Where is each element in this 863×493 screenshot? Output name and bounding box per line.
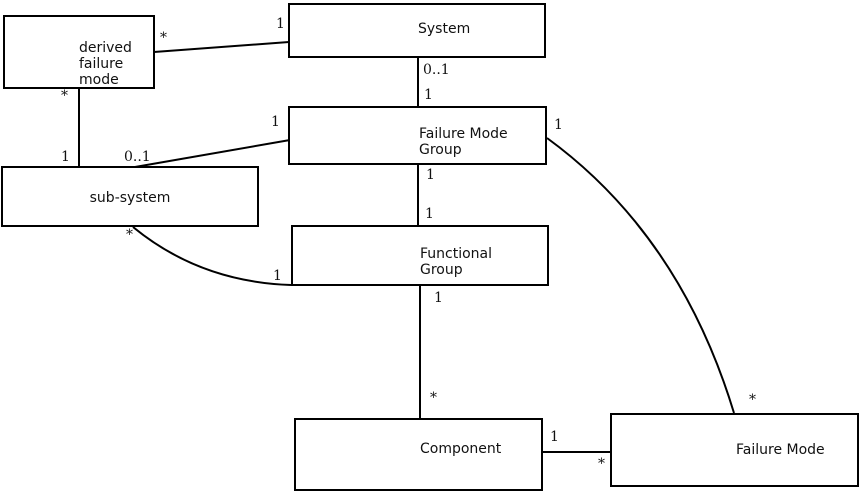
multiplicity-system-to-fmg-dst: 1: [424, 87, 433, 103]
multiplicity-system-to-fmg-src: 0..1: [423, 62, 450, 78]
multiplicity-component-to-fm-dst: *: [598, 456, 605, 472]
connector-subsystem-fmg: [134, 139, 291, 168]
multiplicity-dfm-to-system-dst: 1: [276, 16, 285, 32]
class-box-failure-mode: Failure Mode: [610, 413, 859, 487]
multiplicity-dfm-to-subsystem-dst: 1: [61, 149, 70, 165]
class-box-failure-mode-group-label: Failure Mode Group: [419, 126, 508, 158]
multiplicity-dfm-to-system-src: *: [160, 30, 167, 46]
class-box-derived-failure-mode: derived failure mode: [3, 15, 155, 89]
class-box-component: Component: [294, 418, 543, 491]
multiplicity-component-to-fm-src: 1: [550, 429, 559, 445]
multiplicity-fmg-to-fm-src: 1: [554, 117, 563, 133]
multiplicity-subsystem-to-fg-dst: 1: [273, 268, 282, 284]
multiplicity-fmg-to-fg-dst: 1: [425, 206, 434, 222]
class-box-failure-mode-group: Failure Mode Group: [288, 106, 547, 165]
class-box-component-label: Component: [420, 441, 502, 457]
multiplicity-fmg-to-fm-dst: *: [749, 392, 756, 408]
class-box-functional-group: Functional Group: [291, 225, 549, 286]
multiplicity-fg-to-component-src: 1: [434, 290, 443, 306]
class-box-system-label: System: [418, 21, 471, 37]
class-box-functional-group-label: Functional Group: [420, 246, 493, 278]
class-box-system: System: [288, 3, 546, 58]
connector-fmg-fm: [546, 137, 735, 414]
multiplicity-subsystem-to-fg-src: *: [126, 227, 133, 243]
multiplicity-fg-to-component-dst: *: [430, 390, 437, 406]
multiplicity-dfm-to-subsystem-src: *: [61, 88, 68, 104]
class-box-sub-system: sub-system: [1, 166, 259, 227]
multiplicity-subsystem-to-fmg-src: 0..1: [124, 149, 151, 165]
class-box-derived-failure-mode-label: derived failure mode: [79, 40, 132, 88]
connector-dfm-system: [153, 41, 290, 53]
multiplicity-subsystem-to-fmg-dst: 1: [271, 114, 280, 130]
connector-subsystem-fg: [132, 226, 292, 286]
class-box-sub-system-label: sub-system: [89, 190, 171, 206]
class-box-failure-mode-label: Failure Mode: [736, 442, 825, 458]
multiplicity-fmg-to-fg-src: 1: [426, 167, 435, 183]
